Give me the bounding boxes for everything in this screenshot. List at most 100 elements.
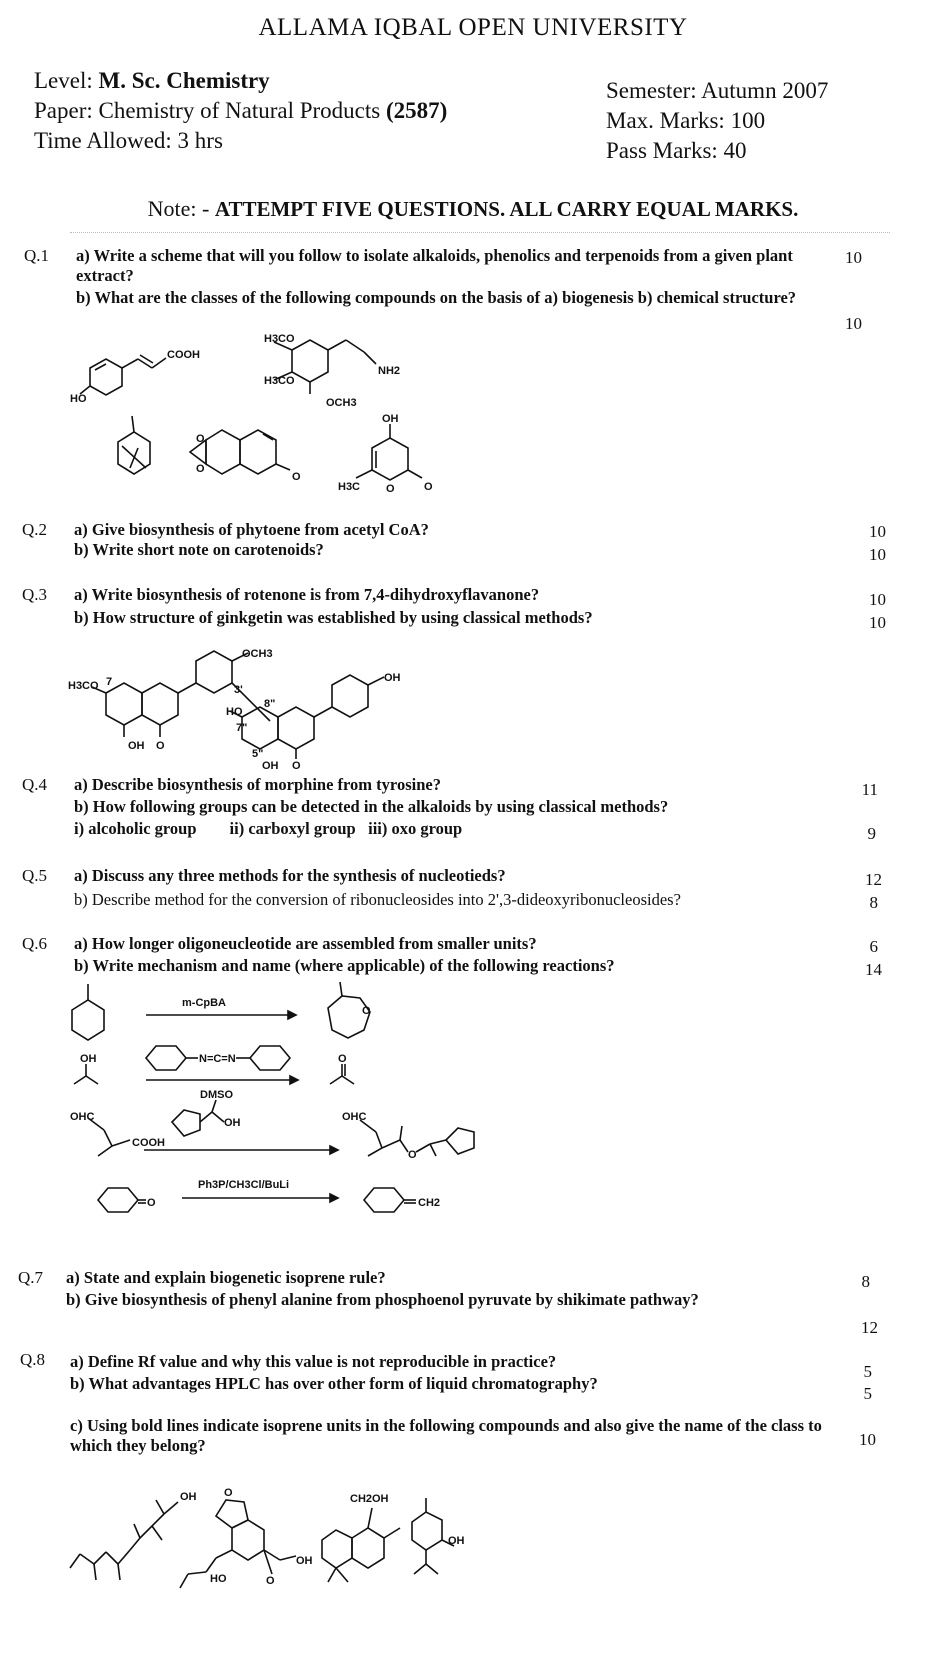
label-h3co: H3CO — [68, 680, 99, 692]
question-text: a) Give biosynthesis of phytoene from ac… — [74, 520, 429, 539]
marks: 12 — [865, 870, 882, 889]
structure-terpenoid-2 — [179, 1499, 297, 1589]
label-oh-3: OH — [384, 672, 401, 684]
question-number: Q.1 — [24, 246, 50, 265]
structure-coumarin — [188, 429, 291, 475]
label-h3c: H3C — [338, 481, 360, 493]
divider — [70, 232, 890, 233]
question-number: Q.3 — [22, 585, 48, 604]
question-text: b) Give biosynthesis of phenyl alanine f… — [66, 1290, 699, 1309]
reagent-mcpba: m-CpBA — [182, 997, 226, 1009]
label-cooh: COOH — [167, 349, 200, 361]
q1-structures: COOH HO H3CO H3CO NH2 OCH3 O O O OH — [70, 333, 433, 495]
q6-reactions: m-CpBA O OH N=C=N DMSO O — [70, 981, 475, 1213]
reagent-wittig: Ph3P/CH3Cl/BuLi — [198, 1179, 289, 1191]
pass-marks: Pass Marks: 40 — [606, 138, 747, 163]
label-nh2: NH2 — [378, 365, 400, 377]
reagent-dmso: DMSO — [200, 1089, 233, 1101]
question-text: a) Define Rf value and why this value is… — [70, 1352, 557, 1371]
label-3-prime: 3' — [234, 684, 243, 696]
label-o-2: O — [338, 1053, 347, 1065]
level-line: Level: M. Sc. Chemistry — [34, 66, 447, 96]
structure-mescaline — [273, 339, 377, 394]
label-o-4: O — [147, 1197, 156, 1209]
question-number: Q.7 — [18, 1268, 44, 1287]
max-marks: Max. Marks: 100 — [606, 108, 766, 133]
question-text: a) Write a scheme that will you follow t… — [76, 246, 793, 285]
marks: 10 — [845, 248, 862, 267]
question-number: Q.2 — [22, 520, 48, 539]
question-text: b) Write short note on carotenoids? — [74, 540, 324, 559]
marks: 12 — [861, 1318, 878, 1337]
question-text: c) Using bold lines indicate isoprene un… — [70, 1416, 822, 1455]
question-text: b) Write mechanism and name (where appli… — [74, 956, 615, 975]
question-number: Q.8 — [20, 1350, 46, 1369]
paper-line: Paper: Chemistry of Natural Products (25… — [34, 96, 447, 126]
label-och3: OCH3 — [242, 648, 273, 660]
label-h3co-2: H3CO — [264, 375, 295, 387]
label-o-2: O — [196, 463, 205, 475]
label-oh-1: OH — [180, 1491, 197, 1503]
paper-label: Paper: Chemistry of Natural Products — [34, 98, 381, 123]
label-ho: HO — [210, 1573, 227, 1585]
reagent-dcc: N=C=N — [199, 1053, 236, 1065]
structure-coumaric-acid — [79, 354, 167, 396]
label-oh-3: OH — [224, 1117, 241, 1129]
marks: 10 — [869, 590, 886, 609]
label-ho: HO — [70, 393, 87, 405]
label-o-lactone: O — [224, 1487, 233, 1499]
question-number: Q.4 — [22, 775, 48, 794]
question-text: a) Discuss any three methods for the syn… — [74, 866, 506, 885]
label-8-dbl: 8" — [264, 698, 275, 710]
marks: 10 — [845, 314, 862, 333]
marks: 10 — [859, 1430, 876, 1449]
semester: Semester: Autumn 2007 — [606, 78, 829, 103]
label-o-1: O — [196, 433, 205, 445]
label-o: O — [156, 740, 165, 752]
marks: 10 — [869, 545, 886, 564]
label-oh-2: OH — [296, 1555, 313, 1567]
marks: 5 — [863, 1384, 873, 1403]
left-header-block: Level: M. Sc. Chemistry Paper: Chemistry… — [34, 66, 447, 156]
marks: 10 — [869, 522, 886, 541]
marks: 8 — [869, 893, 879, 912]
q8-structures: OH O HO O OH CH2OH OH — [69, 1487, 465, 1589]
reaction-2 — [73, 1045, 355, 1086]
question-number: Q.6 — [22, 934, 48, 953]
level-value: M. Sc. Chemistry — [98, 68, 270, 93]
label-o-2: O — [292, 760, 301, 772]
question-text: b) What are the classes of the following… — [76, 288, 797, 307]
label-och3: OCH3 — [326, 397, 357, 409]
label-5-dbl: 5" — [252, 748, 263, 760]
paper-code: (2587) — [385, 98, 448, 123]
reaction-4 — [96, 1187, 416, 1213]
label-oh: OH — [80, 1053, 97, 1065]
label-ho: HO — [226, 706, 243, 718]
structure-terpenoid-3 — [321, 1507, 401, 1583]
label-h3co-1: H3CO — [264, 333, 295, 345]
label-oh: OH — [128, 740, 145, 752]
question-text: a) How longer oligoneucleotide are assem… — [74, 934, 537, 953]
label-ch2: CH2 — [418, 1197, 440, 1209]
right-header-block: Semester: Autumn 2007 Max. Marks: 100 Pa… — [606, 76, 828, 166]
question-text: b) How structure of ginkgetin was establ… — [74, 608, 593, 627]
question-text: i) alcoholic group ii) carboxyl group ii… — [74, 819, 463, 838]
label-o: O — [362, 1005, 371, 1017]
marks: 9 — [867, 824, 877, 843]
label-o-ester: O — [408, 1149, 417, 1161]
label-o-3: O — [292, 471, 301, 483]
marks: 8 — [861, 1272, 871, 1291]
question-text: b) What advantages HPLC has over other f… — [70, 1374, 598, 1393]
question-number: Q.5 — [22, 866, 48, 885]
note-line: Note: - ATTEMPT FIVE QUESTIONS. ALL CARR… — [0, 196, 946, 222]
marks: 11 — [861, 780, 878, 799]
question-text: b) Describe method for the conversion of… — [74, 890, 681, 909]
label-7-dbl: 7" — [236, 722, 247, 734]
question-text: a) Describe biosynthesis of morphine fro… — [74, 775, 441, 794]
label-ch2oh: CH2OH — [350, 1493, 389, 1505]
question-text: a) State and explain biogenetic isoprene… — [66, 1268, 386, 1287]
structure-thymol — [411, 1498, 455, 1575]
label-o-keto: O — [424, 481, 433, 493]
note-text: ATTEMPT FIVE QUESTIONS. ALL CARRY EQUAL … — [214, 197, 799, 221]
marks: 14 — [865, 960, 882, 979]
